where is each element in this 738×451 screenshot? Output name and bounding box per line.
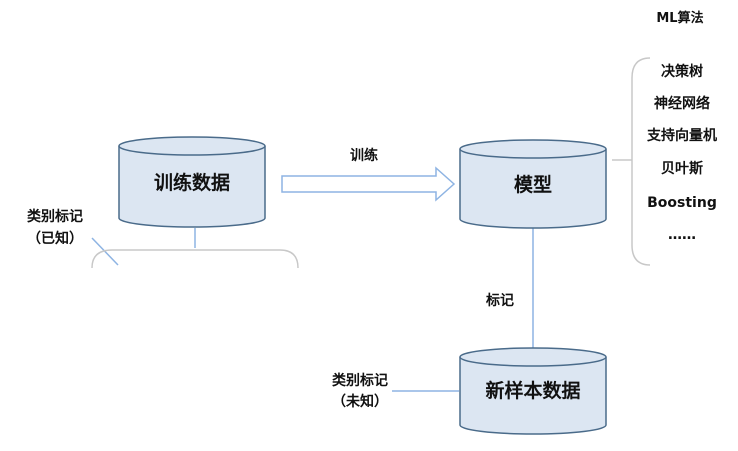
algorithms-brace (631, 57, 651, 266)
training-data-brace (91, 249, 299, 269)
known-label-connector (91, 237, 119, 266)
training-data-label: 训练数据 (154, 171, 230, 194)
known-annotation-line2: （已知） (27, 230, 83, 247)
train-edge-label: 训练 (350, 147, 378, 164)
training-data-cylinder: 训练数据 (118, 136, 266, 228)
algorithm-item: 支持向量机 (646, 127, 717, 144)
algorithm-item: 决策树 (661, 63, 703, 80)
algorithm-item: Boosting (647, 195, 717, 211)
known-annotation-line1: 类别标记 (27, 208, 83, 225)
new-samples-cylinder: 新样本数据 (459, 347, 607, 435)
model-cylinder: 模型 (459, 139, 607, 229)
algorithm-item: …… (668, 227, 696, 243)
unknown-annotation-line1: 类别标记 (332, 372, 388, 389)
algorithm-item: 贝叶斯 (661, 160, 703, 177)
algorithms-title: ML算法 (656, 10, 703, 26)
model-label: 模型 (514, 173, 552, 196)
new-samples-label: 新样本数据 (485, 379, 580, 402)
unknown-annotation-line2: （未知） (332, 393, 388, 410)
algorithm-item: 神经网络 (654, 95, 710, 112)
train-arrow (281, 166, 456, 202)
label-edge-label: 标记 (485, 292, 514, 309)
